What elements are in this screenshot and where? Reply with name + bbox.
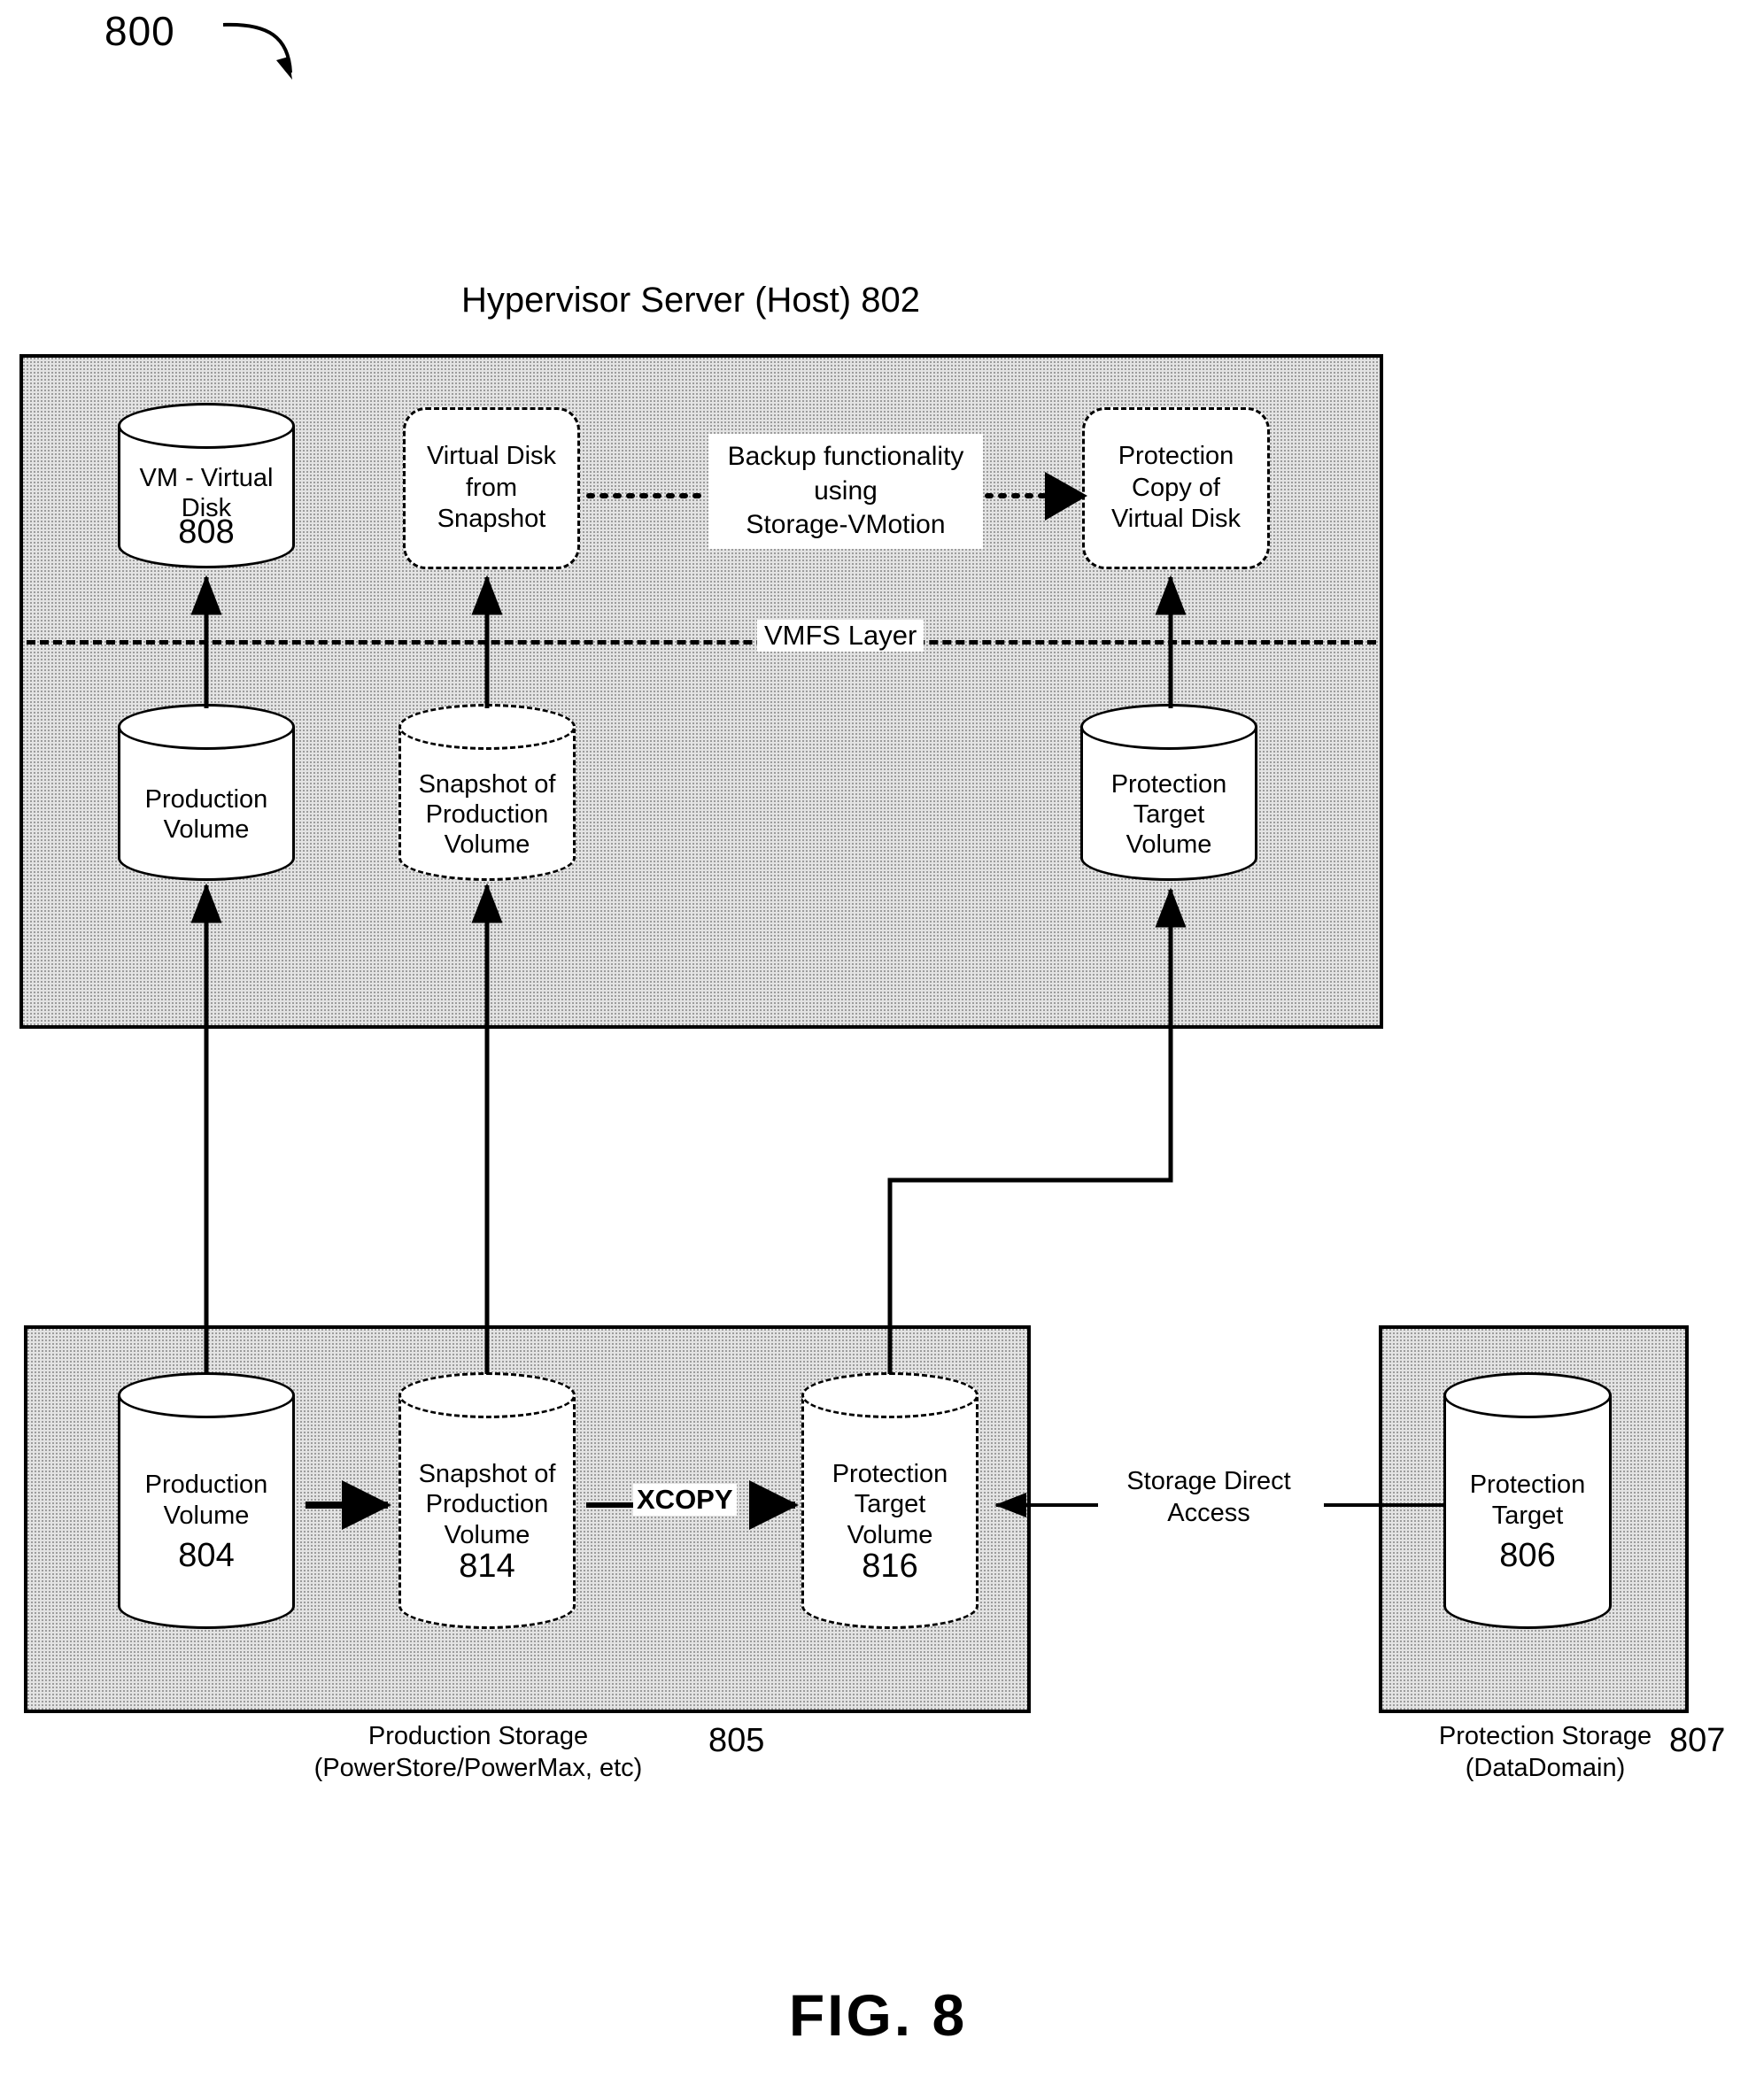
ptv816-line3: Volume [847,1520,933,1549]
backup-functionality-box: Backup functionality using Storage-VMoti… [708,434,983,549]
protection-copy-of-virtual-disk-box[interactable]: Protection Copy of Virtual Disk [1082,407,1270,569]
sda-line2: Access [1167,1499,1250,1528]
pc-line2: Copy of [1132,473,1220,502]
ptv816-line1: Protection [832,1460,948,1489]
backup-functionality-label: Backup functionality using Storage-VMoti… [728,440,964,542]
figure-reference-arrow-icon [222,22,292,80]
pv804-ref: 804 [178,1536,235,1574]
cylinder-body [1080,727,1257,881]
vm-virtual-disk-label: VM - Virtual Disk 808 [118,452,295,563]
sda-line1: Storage Direct [1126,1467,1291,1495]
protection-target-volume-816-label: Protection Target Volume 816 [801,1422,979,1624]
vm-virtual-disk-line2: Disk [181,494,232,523]
vds-line1: Virtual Disk [426,442,557,471]
pt806-line2: Target [1491,1501,1564,1530]
vds-line2: from [466,473,517,502]
pt806-ref: 806 [1499,1536,1556,1574]
ptv816-line2: Target [854,1490,926,1519]
cylinder-body [118,727,295,881]
bf-line3: Storage-VMotion [746,510,946,540]
cylinder-body [801,1395,979,1629]
virtual-disk-from-snapshot-box[interactable]: Virtual Disk from Snapshot [403,407,580,569]
protection-target-806-cylinder[interactable]: Protection Target 806 [1443,1372,1612,1629]
ptv-line1: Protection [1110,769,1227,799]
page-title: Hypervisor Server (Host) 802 [461,281,920,320]
cylinder-top-ellipse [398,1372,576,1418]
spv-line1: Snapshot of [418,769,556,799]
vds-line3: Snapshot [437,505,546,534]
snapshot-of-production-volume-cylinder-host[interactable]: Snapshot of Production Volume [398,704,576,881]
figure-caption: FIG. 8 [788,1982,968,2048]
snapshot-production-volume-host-label: Snapshot of Production Volume [398,753,576,876]
protection-storage-caption-line1: Protection Storage [1438,1722,1652,1750]
protection-target-volume-816-cylinder[interactable]: Protection Target Volume 816 [801,1372,979,1629]
cylinder-top-ellipse [118,1372,295,1418]
pv804-line1: Production [144,1471,268,1500]
production-volume-host-label: Production Volume [118,753,295,876]
bf-line1: Backup functionality [727,442,964,472]
bf-line2: using [814,475,878,506]
ptv816-ref: 816 [862,1547,918,1585]
spv-line3: Volume [444,830,530,860]
spv-line2: Production [425,799,549,829]
spv814-ref: 814 [459,1547,515,1585]
pv804-line2: Volume [163,1501,250,1530]
protection-target-volume-cylinder-host[interactable]: Protection Target Volume [1080,704,1257,881]
spv814-line1: Snapshot of [418,1460,556,1489]
production-storage-ref: 805 [708,1722,765,1759]
storage-direct-access-label: Storage Direct Access [1102,1465,1315,1530]
spv814-line2: Production [425,1490,549,1519]
vm-virtual-disk-line1: VM - Virtual [139,463,274,492]
cylinder-top-ellipse [1443,1372,1612,1418]
protection-copy-label: Protection Copy of Virtual Disk [1111,441,1241,535]
spv814-line3: Volume [444,1520,530,1549]
pc-line1: Protection [1118,442,1234,471]
cylinder-body [1443,1395,1612,1629]
figure-reference-number: 800 [104,8,175,54]
protection-target-806-label: Protection Target 806 [1443,1422,1612,1624]
cylinder-top-ellipse [398,704,576,750]
virtual-disk-from-snapshot-label: Virtual Disk from Snapshot [427,441,556,535]
pc-line3: Virtual Disk [1110,505,1242,534]
protection-storage-ref: 807 [1669,1722,1726,1759]
pt806-line1: Protection [1469,1471,1586,1500]
protection-storage-caption: Protection Storage (DataDomain) [1386,1720,1705,1785]
pv-line1: Production [144,784,268,814]
production-storage-caption-line2: (PowerStore/PowerMax, etc) [313,1754,643,1783]
vm-virtual-disk-ref: 808 [178,513,235,552]
xcopy-label: XCOPY [633,1484,737,1516]
pv-line2: Volume [163,815,250,844]
vmfs-layer-divider [27,640,1376,645]
cylinder-top-ellipse [1080,704,1257,750]
ptv-line2: Target [1133,799,1205,829]
production-storage-caption: Production Storage (PowerStore/PowerMax,… [292,1720,664,1785]
cylinder-body [118,426,295,568]
cylinder-top-ellipse [801,1372,979,1418]
cylinder-body [398,1395,576,1629]
production-volume-804-cylinder[interactable]: Production Volume 804 [118,1372,295,1629]
production-volume-cylinder-host[interactable]: Production Volume [118,704,295,881]
ptv-line3: Volume [1126,830,1212,860]
vmfs-layer-label: VMFS Layer [757,620,924,652]
vm-virtual-disk-cylinder[interactable]: VM - Virtual Disk 808 [118,403,295,568]
cylinder-top-ellipse [118,403,295,449]
production-storage-caption-line1: Production Storage [367,1722,589,1750]
protection-storage-caption-line2: (DataDomain) [1465,1754,1626,1783]
snapshot-of-production-volume-814-cylinder[interactable]: Snapshot of Production Volume 814 [398,1372,576,1629]
cylinder-top-ellipse [118,704,295,750]
protection-target-volume-host-label: Protection Target Volume [1080,753,1257,876]
cylinder-body [398,727,576,881]
cylinder-body [118,1395,295,1629]
production-volume-804-label: Production Volume 804 [118,1422,295,1624]
snapshot-production-volume-814-label: Snapshot of Production Volume 814 [398,1422,576,1624]
